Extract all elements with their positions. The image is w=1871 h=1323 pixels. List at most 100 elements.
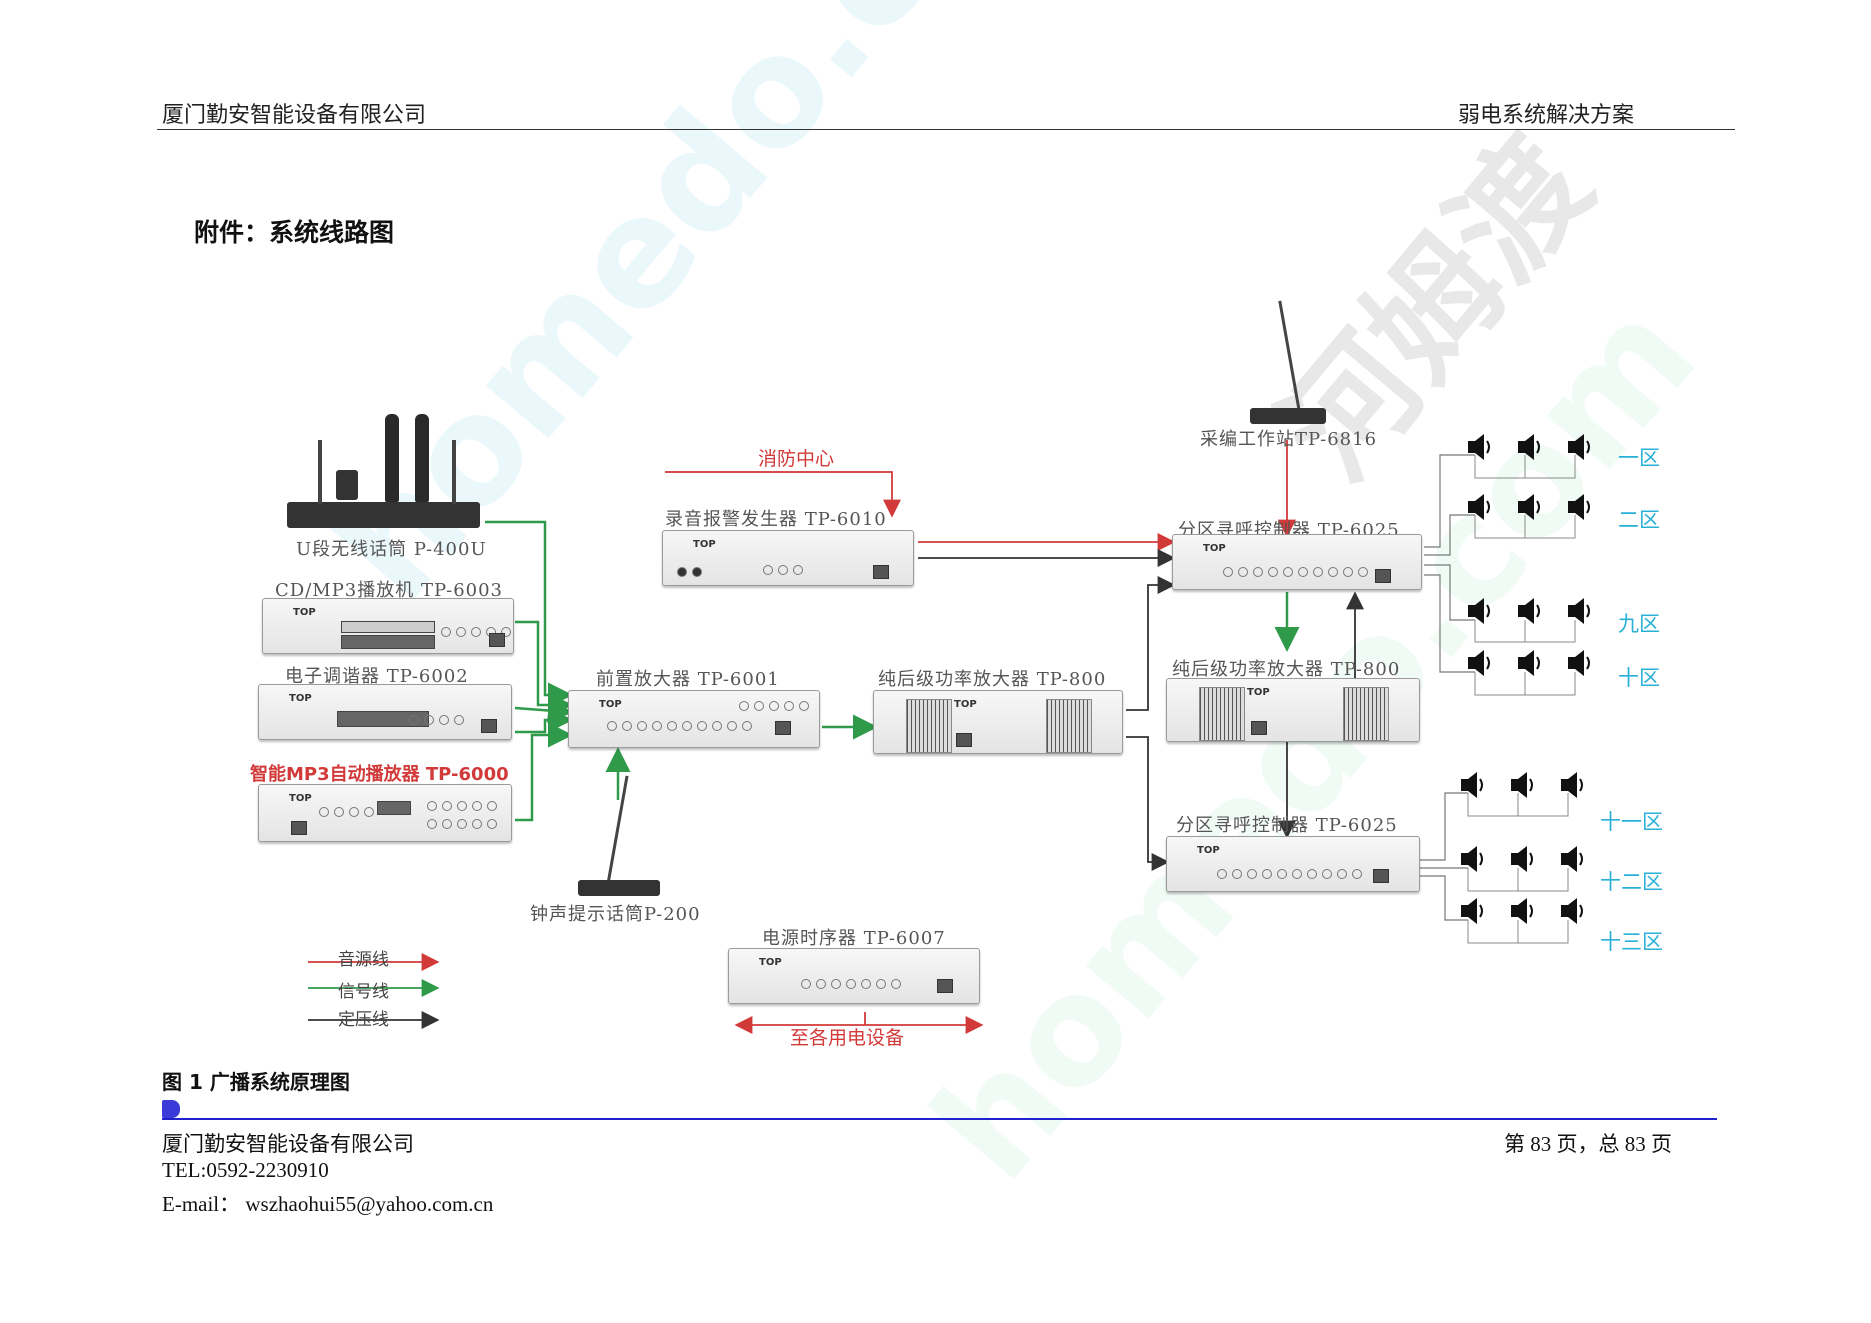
- antenna-left: [318, 440, 322, 504]
- power-switch: [291, 821, 307, 835]
- label-zone-controller-2: 分区寻呼控制器 TP-6025: [1176, 815, 1398, 836]
- chime-mic-base: [578, 880, 660, 896]
- zone-label-10: 十区: [1618, 666, 1660, 690]
- handheld-mic-1: [385, 414, 399, 502]
- disc-tray: [341, 635, 435, 649]
- vent-grille-left: [906, 699, 952, 753]
- label-workstation: 采编工作站TP-6816: [1200, 429, 1378, 450]
- zone-label-2: 二区: [1618, 508, 1660, 532]
- speaker-icon: [1515, 648, 1545, 682]
- label-wireless-mic: U段无线话筒 P-400U: [296, 539, 487, 560]
- power-switch: [956, 733, 972, 747]
- power-amp-1-device: TOP: [873, 690, 1123, 754]
- cd-player-device: TOP: [262, 598, 514, 654]
- speaker-icon: [1458, 896, 1488, 930]
- zone-label-12: 十二区: [1600, 870, 1663, 894]
- label-cd-player: CD/MP3播放机 TP-6003: [275, 580, 504, 601]
- speaker-icon: [1508, 770, 1538, 804]
- brand-logo: TOP: [293, 607, 316, 618]
- speaker-icon: [1558, 844, 1588, 878]
- brand-logo: TOP: [289, 693, 312, 704]
- speaker-icon: [1458, 844, 1488, 878]
- power-switch: [775, 721, 791, 735]
- handheld-mic-2: [415, 414, 429, 502]
- wireless-mic-receiver: [287, 502, 480, 528]
- figure-caption: 图 1 广播系统原理图: [162, 1070, 350, 1094]
- speaker-icon: [1465, 648, 1495, 682]
- power-switch: [1375, 569, 1391, 583]
- speaker-icon: [1515, 596, 1545, 630]
- zone-controller-1-device: TOP: [1172, 534, 1422, 590]
- speaker-icon: [1515, 492, 1545, 526]
- legend-voltage-line: 定压线: [338, 1010, 389, 1030]
- speaker-icon: [1565, 432, 1595, 466]
- label-fire-center: 消防中心: [758, 448, 835, 470]
- header-doc-title: 弱电系统解决方案: [1458, 103, 1635, 128]
- speaker-icon: [1558, 770, 1588, 804]
- brand-logo: TOP: [1197, 845, 1220, 856]
- footer-tel: TEL:0592-2230910: [162, 1158, 329, 1182]
- brand-logo: TOP: [693, 539, 716, 550]
- label-power-amp-1: 纯后级功率放大器 TP-800: [878, 669, 1107, 690]
- footer-page: 第 83 页，总 83 页: [1504, 1132, 1672, 1156]
- brand-logo: TOP: [599, 699, 622, 710]
- workstation-mic-base: [1250, 408, 1326, 424]
- display: [377, 801, 411, 815]
- vent-grille-right: [1046, 699, 1092, 753]
- zone-controller-2-device: TOP: [1166, 836, 1420, 892]
- header-rule: [157, 129, 1735, 130]
- speaker-icon: [1558, 896, 1588, 930]
- bodypack-transmitter: [336, 470, 358, 500]
- power-sequencer-device: TOP: [728, 948, 980, 1004]
- antenna-right: [452, 440, 456, 504]
- speaker-icon: [1565, 492, 1595, 526]
- mp3-player-device: TOP: [258, 784, 512, 842]
- brand-logo: TOP: [1203, 543, 1226, 554]
- footer-company: 厦门勤安智能设备有限公司: [162, 1132, 414, 1156]
- header-company: 厦门勤安智能设备有限公司: [162, 103, 427, 128]
- preamp-device: TOP: [568, 690, 820, 748]
- power-switch: [937, 979, 953, 993]
- label-mp3-player: 智能MP3自动播放器 TP-6000: [250, 764, 509, 785]
- power-switch: [1251, 721, 1267, 735]
- power-amp-2-device: TOP: [1166, 678, 1420, 742]
- zone-label-1: 一区: [1618, 446, 1660, 470]
- section-title: 附件：系统线路图: [194, 218, 395, 247]
- brand-logo: TOP: [289, 793, 312, 804]
- power-switch: [489, 633, 505, 647]
- vent-grille-right: [1343, 687, 1389, 741]
- label-power-sequencer: 电源时序器 TP-6007: [762, 928, 946, 949]
- zone-label-11: 十一区: [1600, 810, 1663, 834]
- speaker-icon: [1465, 432, 1495, 466]
- legend-audio-line: 音源线: [338, 950, 389, 970]
- speaker-icon: [1465, 492, 1495, 526]
- speaker-icon: [1565, 596, 1595, 630]
- label-power-amp-2: 纯后级功率放大器 TP-800: [1172, 659, 1401, 680]
- zone-label-13: 十三区: [1600, 930, 1663, 954]
- brand-logo: TOP: [759, 957, 782, 968]
- alarm-generator-device: TOP: [662, 530, 914, 586]
- legend-signal-line: 信号线: [338, 982, 389, 1002]
- label-tuner: 电子调谐器 TP-6002: [285, 666, 469, 687]
- tuner-device: TOP: [258, 684, 512, 740]
- speaker-icon: [1458, 770, 1488, 804]
- vent-grille-left: [1199, 687, 1245, 741]
- brand-logo: TOP: [1247, 687, 1270, 698]
- label-to-equipment: 至各用电设备: [790, 1027, 905, 1049]
- speaker-icon: [1508, 896, 1538, 930]
- speaker-icon: [1565, 648, 1595, 682]
- label-chime-mic: 钟声提示话筒P-200: [530, 904, 701, 925]
- footer-marker: [162, 1100, 180, 1118]
- power-switch: [873, 565, 889, 579]
- speaker-icon: [1508, 844, 1538, 878]
- speaker-icon: [1515, 432, 1545, 466]
- power-switch: [481, 719, 497, 733]
- brand-logo: TOP: [954, 699, 977, 710]
- footer-rule: [162, 1118, 1717, 1120]
- label-alarm-generator: 录音报警发生器 TP-6010: [665, 509, 887, 530]
- speaker-icon: [1465, 596, 1495, 630]
- footer-email: E-mail： wszhaohui55@yahoo.com.cn: [162, 1192, 494, 1216]
- zone-label-9: 九区: [1618, 612, 1660, 636]
- display: [341, 621, 435, 633]
